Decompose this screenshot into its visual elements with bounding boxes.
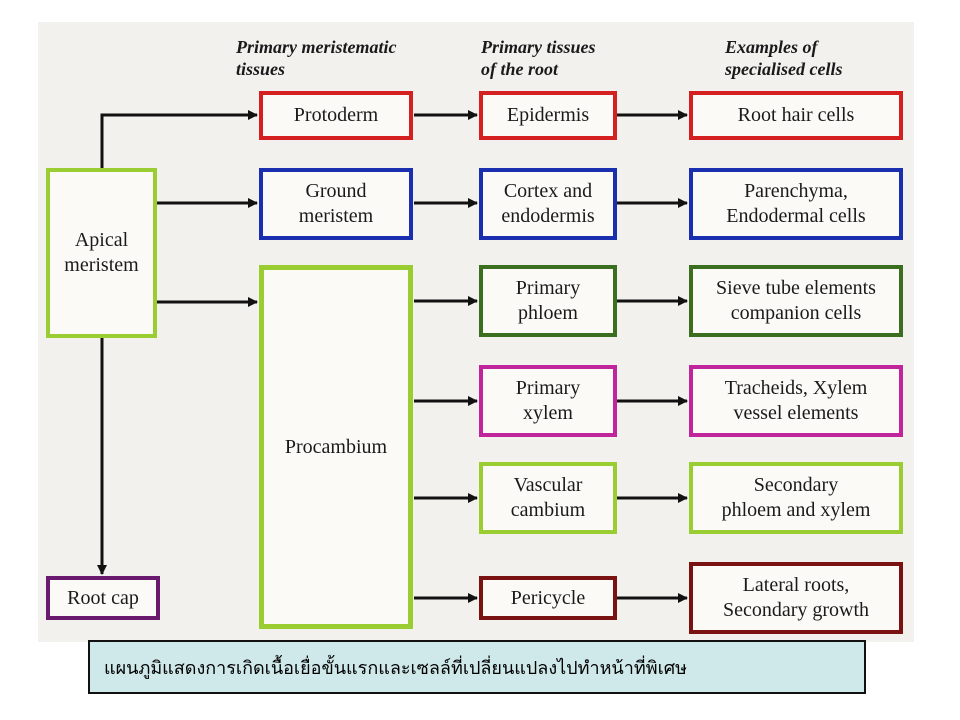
node-primary-xylem: Primary xylem	[479, 365, 617, 437]
node-apical-meristem: Apical meristem	[46, 168, 157, 338]
node-cortex-endodermis: Cortex and endodermis	[479, 168, 617, 240]
node-procambium: Procambium	[259, 265, 413, 629]
node-epidermis: Epidermis	[479, 91, 617, 140]
arrow-apical-to-protoderm	[100, 110, 258, 170]
node-secondary-phloem-xylem: Secondary phloem and xylem	[689, 462, 903, 534]
node-root-hair-cells: Root hair cells	[689, 91, 903, 140]
node-tracheids: Tracheids, Xylem vessel elements	[689, 365, 903, 437]
node-vascular-cambium: Vascular cambium	[479, 462, 617, 534]
node-lateral-roots: Lateral roots, Secondary growth	[689, 562, 903, 634]
header-primary-tissues: Primary tissues of the root	[481, 37, 596, 79]
node-sieve-tube: Sieve tube elements companion cells	[689, 265, 903, 337]
node-root-cap: Root cap	[46, 576, 160, 620]
node-ground-meristem: Ground meristem	[259, 168, 413, 240]
node-pericycle: Pericycle	[479, 576, 617, 620]
header-primary-meristematic: Primary meristematic tissues	[236, 37, 397, 79]
node-primary-phloem: Primary phloem	[479, 265, 617, 337]
node-parenchyma: Parenchyma, Endodermal cells	[689, 168, 903, 240]
caption-box: แผนภูมิแสดงการเกิดเนื้อเยื่อขั้นแรกและเซ…	[88, 640, 866, 694]
node-protoderm: Protoderm	[259, 91, 413, 140]
header-specialised-cells: Examples of specialised cells	[725, 37, 843, 79]
